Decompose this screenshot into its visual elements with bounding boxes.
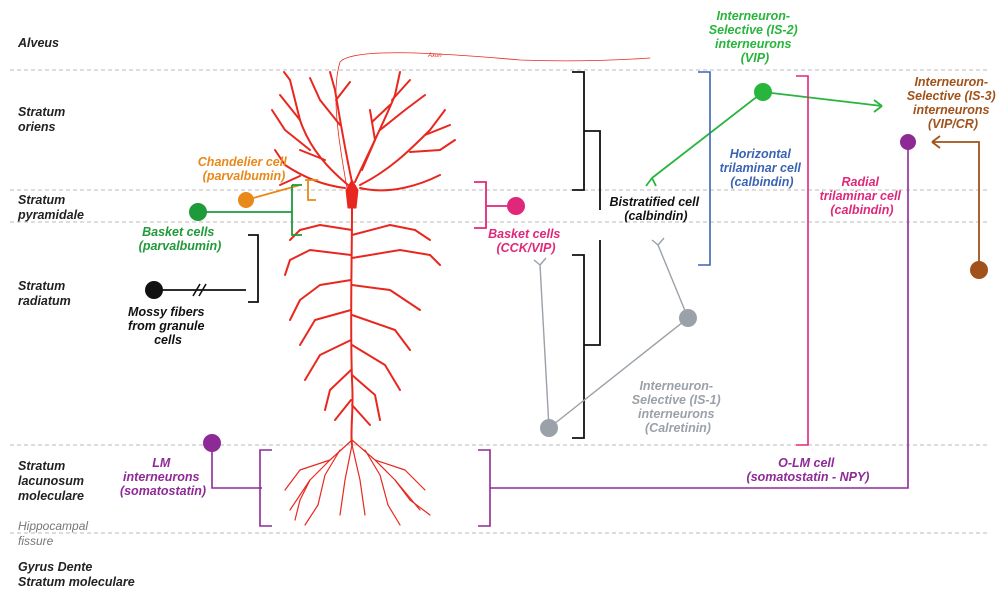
pyramidal-neuron <box>271 52 651 526</box>
bistratified-connector <box>584 130 601 346</box>
bistratified-lower-bracket <box>572 254 585 439</box>
chandelier-soma <box>238 192 254 208</box>
basket-cck-cell: Basket cells (CCK/VIP) <box>474 181 564 255</box>
mossy-label: Mossy fibers from granule cells <box>128 305 208 347</box>
is2-cell: Interneuron- Selective (IS-2) interneuro… <box>645 9 883 187</box>
is3-label: Interneuron- Selective (IS-3) interneuro… <box>907 75 997 131</box>
bistratified-label: Bistratified cell (calbindin) <box>609 195 702 223</box>
bistratified-cell <box>572 71 601 439</box>
axon-label: Axon <box>427 53 442 59</box>
radial-bracket <box>796 75 809 446</box>
lm-soma <box>203 434 221 452</box>
layer-labels: Alveus Stratum oriens Stratum pyramidale… <box>17 36 135 589</box>
is1-soma <box>540 419 558 437</box>
mossy-fibers: Mossy fibers from granule cells <box>128 234 259 347</box>
olm-label: O-LM cell (somatostatin - NPY) <box>747 456 870 484</box>
mossy-break-mark <box>192 283 207 297</box>
layer-boundaries <box>10 69 990 534</box>
layer-gyrus: Gyrus Dente Stratum moleculare <box>18 560 135 589</box>
pyramidal-apical-dendrites <box>284 207 441 446</box>
is2-axon <box>645 91 883 187</box>
olm-axon <box>490 142 909 489</box>
is2-label: Interneuron- Selective (IS-2) interneuro… <box>709 9 801 65</box>
lm-cell: LM interneurons (somatostatin) <box>120 434 262 498</box>
lm-label: LM interneurons (somatostatin) <box>120 456 206 498</box>
layer-alveus: Alveus <box>17 36 59 50</box>
mossy-fiber-line <box>154 234 259 303</box>
is1-process-left <box>533 257 550 429</box>
layer-pyramidale: Stratum pyramidale <box>17 193 84 222</box>
is3-soma <box>970 261 988 279</box>
chandelier-axon <box>245 179 318 201</box>
pyramidal-axon <box>335 52 651 206</box>
is3-cell: Interneuron- Selective (IS-3) interneuro… <box>907 75 997 279</box>
basket-pv-label: Basket cells (parvalbumin) <box>139 225 222 253</box>
layer-radiatum: Stratum radiatum <box>18 279 71 308</box>
olm-soma <box>900 134 916 150</box>
pyramidal-apical-tuft <box>284 439 431 526</box>
radial-label: Radial trilaminar cell (calbindin) <box>820 175 905 217</box>
is1-label: Interneuron- Selective (IS-1) interneuro… <box>632 379 724 435</box>
is2-soma <box>754 83 772 101</box>
layer-fissure: Hippocampal fissure <box>18 519 91 548</box>
chandelier-cell: Chandelier cell (parvalbumin) <box>198 155 318 208</box>
chandelier-label: Chandelier cell (parvalbumin) <box>198 155 290 183</box>
basket-pv-soma <box>189 203 207 221</box>
horizontal-label: Horizontal trilaminar cell (calbindin) <box>720 147 805 189</box>
horizontal-bracket <box>698 71 711 266</box>
olm-cell: O-LM cell (somatostatin - NPY) <box>259 134 916 527</box>
layer-lacunosum: Stratum lacunosum moleculare <box>18 459 87 503</box>
basket-pv-axon <box>198 184 302 236</box>
basket-cck-soma <box>507 197 525 215</box>
is3-axon <box>931 135 980 270</box>
is1-soma-2 <box>679 309 697 327</box>
lm-process <box>211 445 262 489</box>
basket-pv-cell: Basket cells (parvalbumin) <box>139 184 302 253</box>
mossy-soma <box>145 281 163 299</box>
bistratified-upper-bracket <box>572 71 585 191</box>
olm-brackets <box>259 449 491 527</box>
basket-cck-label: Basket cells (CCK/VIP) <box>488 227 564 255</box>
pyramidal-basal-dendrites <box>271 71 456 192</box>
layer-oriens: Stratum oriens <box>18 105 69 134</box>
